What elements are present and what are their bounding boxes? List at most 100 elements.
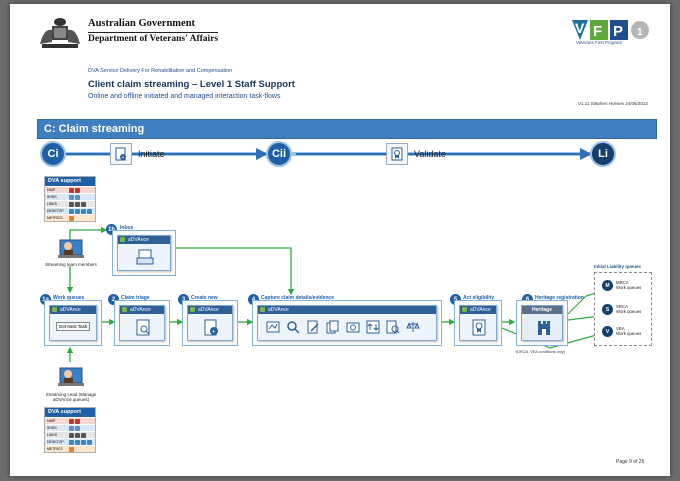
inbox-card: aDVAnce	[117, 235, 171, 271]
triage-icon	[136, 319, 150, 336]
srca-sublabel: Work queues	[616, 309, 642, 314]
step-1a-box[interactable]: aDVAnce Get Next Task	[44, 300, 102, 346]
initiate-icon: +	[110, 143, 132, 165]
phase-li-badge: Li	[590, 141, 616, 167]
step-4-badge: 4	[248, 294, 259, 305]
team-members-icon	[58, 239, 84, 258]
connector-lines	[66, 148, 608, 362]
svg-text:V: V	[575, 20, 585, 36]
dva-support-title: DVA support	[45, 177, 95, 186]
castle-icon	[538, 321, 550, 335]
document-page: Australian Government Department of Vete…	[10, 4, 670, 476]
section-title: C: Claim streaming	[44, 123, 145, 135]
capture-icons	[266, 320, 436, 334]
scales-icon	[406, 322, 420, 332]
get-next-task-button[interactable]: Get Next Task	[56, 322, 90, 331]
mrca-sublabel: Work queues	[616, 285, 642, 290]
vea-sublabel: Work queues	[616, 331, 642, 336]
step-1b-label: Inbox	[120, 225, 134, 231]
camera-icon	[346, 322, 360, 333]
svg-text:F: F	[593, 23, 602, 40]
svg-text:P: P	[613, 23, 623, 40]
step-3-box[interactable]: aDVAnce +	[182, 300, 238, 346]
mrca-label: MRCA	[616, 280, 629, 285]
step-4-box[interactable]: aDVAnce	[252, 300, 442, 346]
initial-liability-title: Initial Liability queues	[594, 264, 642, 269]
step-6-box[interactable]: Heritage	[516, 300, 568, 346]
review-icon	[386, 320, 400, 334]
advance-bar: aDVAnce	[460, 306, 496, 314]
section-banner: C: Claim streaming	[37, 119, 657, 139]
dva-support-panel-bottom: DVA support HAIP SHKS LINKS DESKTOP METR…	[44, 407, 96, 453]
row-label: LINKS	[47, 432, 58, 437]
vfp-logo: V F P 1	[572, 20, 649, 40]
doc-title-secondary: Online and offline initiated and managed…	[88, 93, 281, 100]
step-5-badge: 5	[450, 294, 461, 305]
version-info: V1.11 Stephen Holmes 24/06/2013	[578, 101, 648, 106]
row-label: METRICS	[47, 215, 63, 220]
step-2-box[interactable]: aDVAnce	[114, 300, 170, 346]
step-6-label: Heritage registration	[535, 295, 584, 301]
step-5-label: Act eligibility	[463, 295, 495, 301]
step-1a-label: Work queues	[53, 295, 85, 301]
srca-label: SRCA	[616, 304, 628, 309]
phase-ci-badge: Ci	[40, 141, 66, 167]
search-icon	[287, 321, 300, 334]
vea-label: VEA	[616, 326, 625, 331]
row-label: HAIP	[47, 187, 56, 192]
mrca-badge: M	[602, 280, 613, 291]
create-new-card: aDVAnce +	[187, 305, 233, 341]
coat-of-arms-logo	[40, 18, 80, 48]
divider	[88, 32, 218, 33]
step-3-label: Create new	[191, 295, 218, 301]
capture-card: aDVAnce	[257, 305, 437, 341]
claim-triage-card: aDVAnce	[119, 305, 165, 341]
inbox-icon	[136, 249, 154, 265]
heritage-note: (DRCA, VEA conditions only)	[516, 350, 565, 354]
step-1a-badge: 1a	[40, 294, 51, 305]
page-number: Page 9 of 26	[616, 459, 645, 465]
svg-text:+: +	[212, 330, 216, 336]
srca-badge: S	[602, 304, 613, 315]
step-4-label: Capture claim details/evidence	[261, 295, 335, 301]
work-queues-card: aDVAnce Get Next Task	[49, 305, 97, 341]
heritage-card: Heritage	[521, 305, 563, 341]
validate-icon	[386, 143, 408, 165]
heritage-bar: Heritage	[522, 306, 562, 314]
vea-badge-letter: V	[605, 328, 610, 335]
upload-download-icon	[366, 320, 380, 334]
doc-title: Client claim streaming – Level 1 Staff S…	[88, 79, 295, 90]
step-1b-box[interactable]: aDVAnce	[112, 230, 176, 276]
mrca-badge-letter: M	[605, 282, 610, 289]
advance-bar: aDVAnce	[50, 306, 96, 314]
vfp-caption: Veterans First Program	[576, 40, 623, 45]
streaming-lead-icon	[58, 367, 84, 386]
vea-badge: V	[602, 326, 613, 337]
step-6-badge: 6	[522, 294, 533, 305]
row-label: LINKS	[47, 201, 58, 206]
step-2-label: Claim triage	[121, 295, 150, 301]
dva-support-panel: DVA support HAIP SHKS LINKS DESKTOP METR…	[44, 176, 96, 222]
row-label: SHKS	[47, 425, 57, 430]
phase-initiate-label: Initiate	[138, 149, 165, 159]
streaming-lead-label: Streaming Lead (Manage aDVAnce queues)	[45, 392, 97, 402]
create-new-icon: +	[204, 319, 218, 336]
step-1b-badge: 1b	[106, 224, 117, 235]
map-icon	[266, 321, 280, 333]
row-label: METRICS	[47, 446, 63, 451]
svg-text:1: 1	[637, 27, 643, 38]
government-name: Australian Government	[88, 18, 196, 29]
step-3-badge: 3	[178, 294, 189, 305]
step-5-box[interactable]: aDVAnce	[454, 300, 502, 346]
advance-bar: aDVAnce	[120, 306, 164, 314]
svg-text:+: +	[122, 155, 125, 161]
row-label: DESKTOP	[47, 439, 64, 444]
advance-bar: aDVAnce	[258, 306, 436, 314]
department-name: Department of Veterans' Affairs	[88, 34, 219, 44]
team-members-label: Streaming team members	[45, 262, 97, 267]
phase-cii-badge: Cii	[266, 141, 292, 167]
srca-badge-letter: S	[605, 306, 610, 313]
